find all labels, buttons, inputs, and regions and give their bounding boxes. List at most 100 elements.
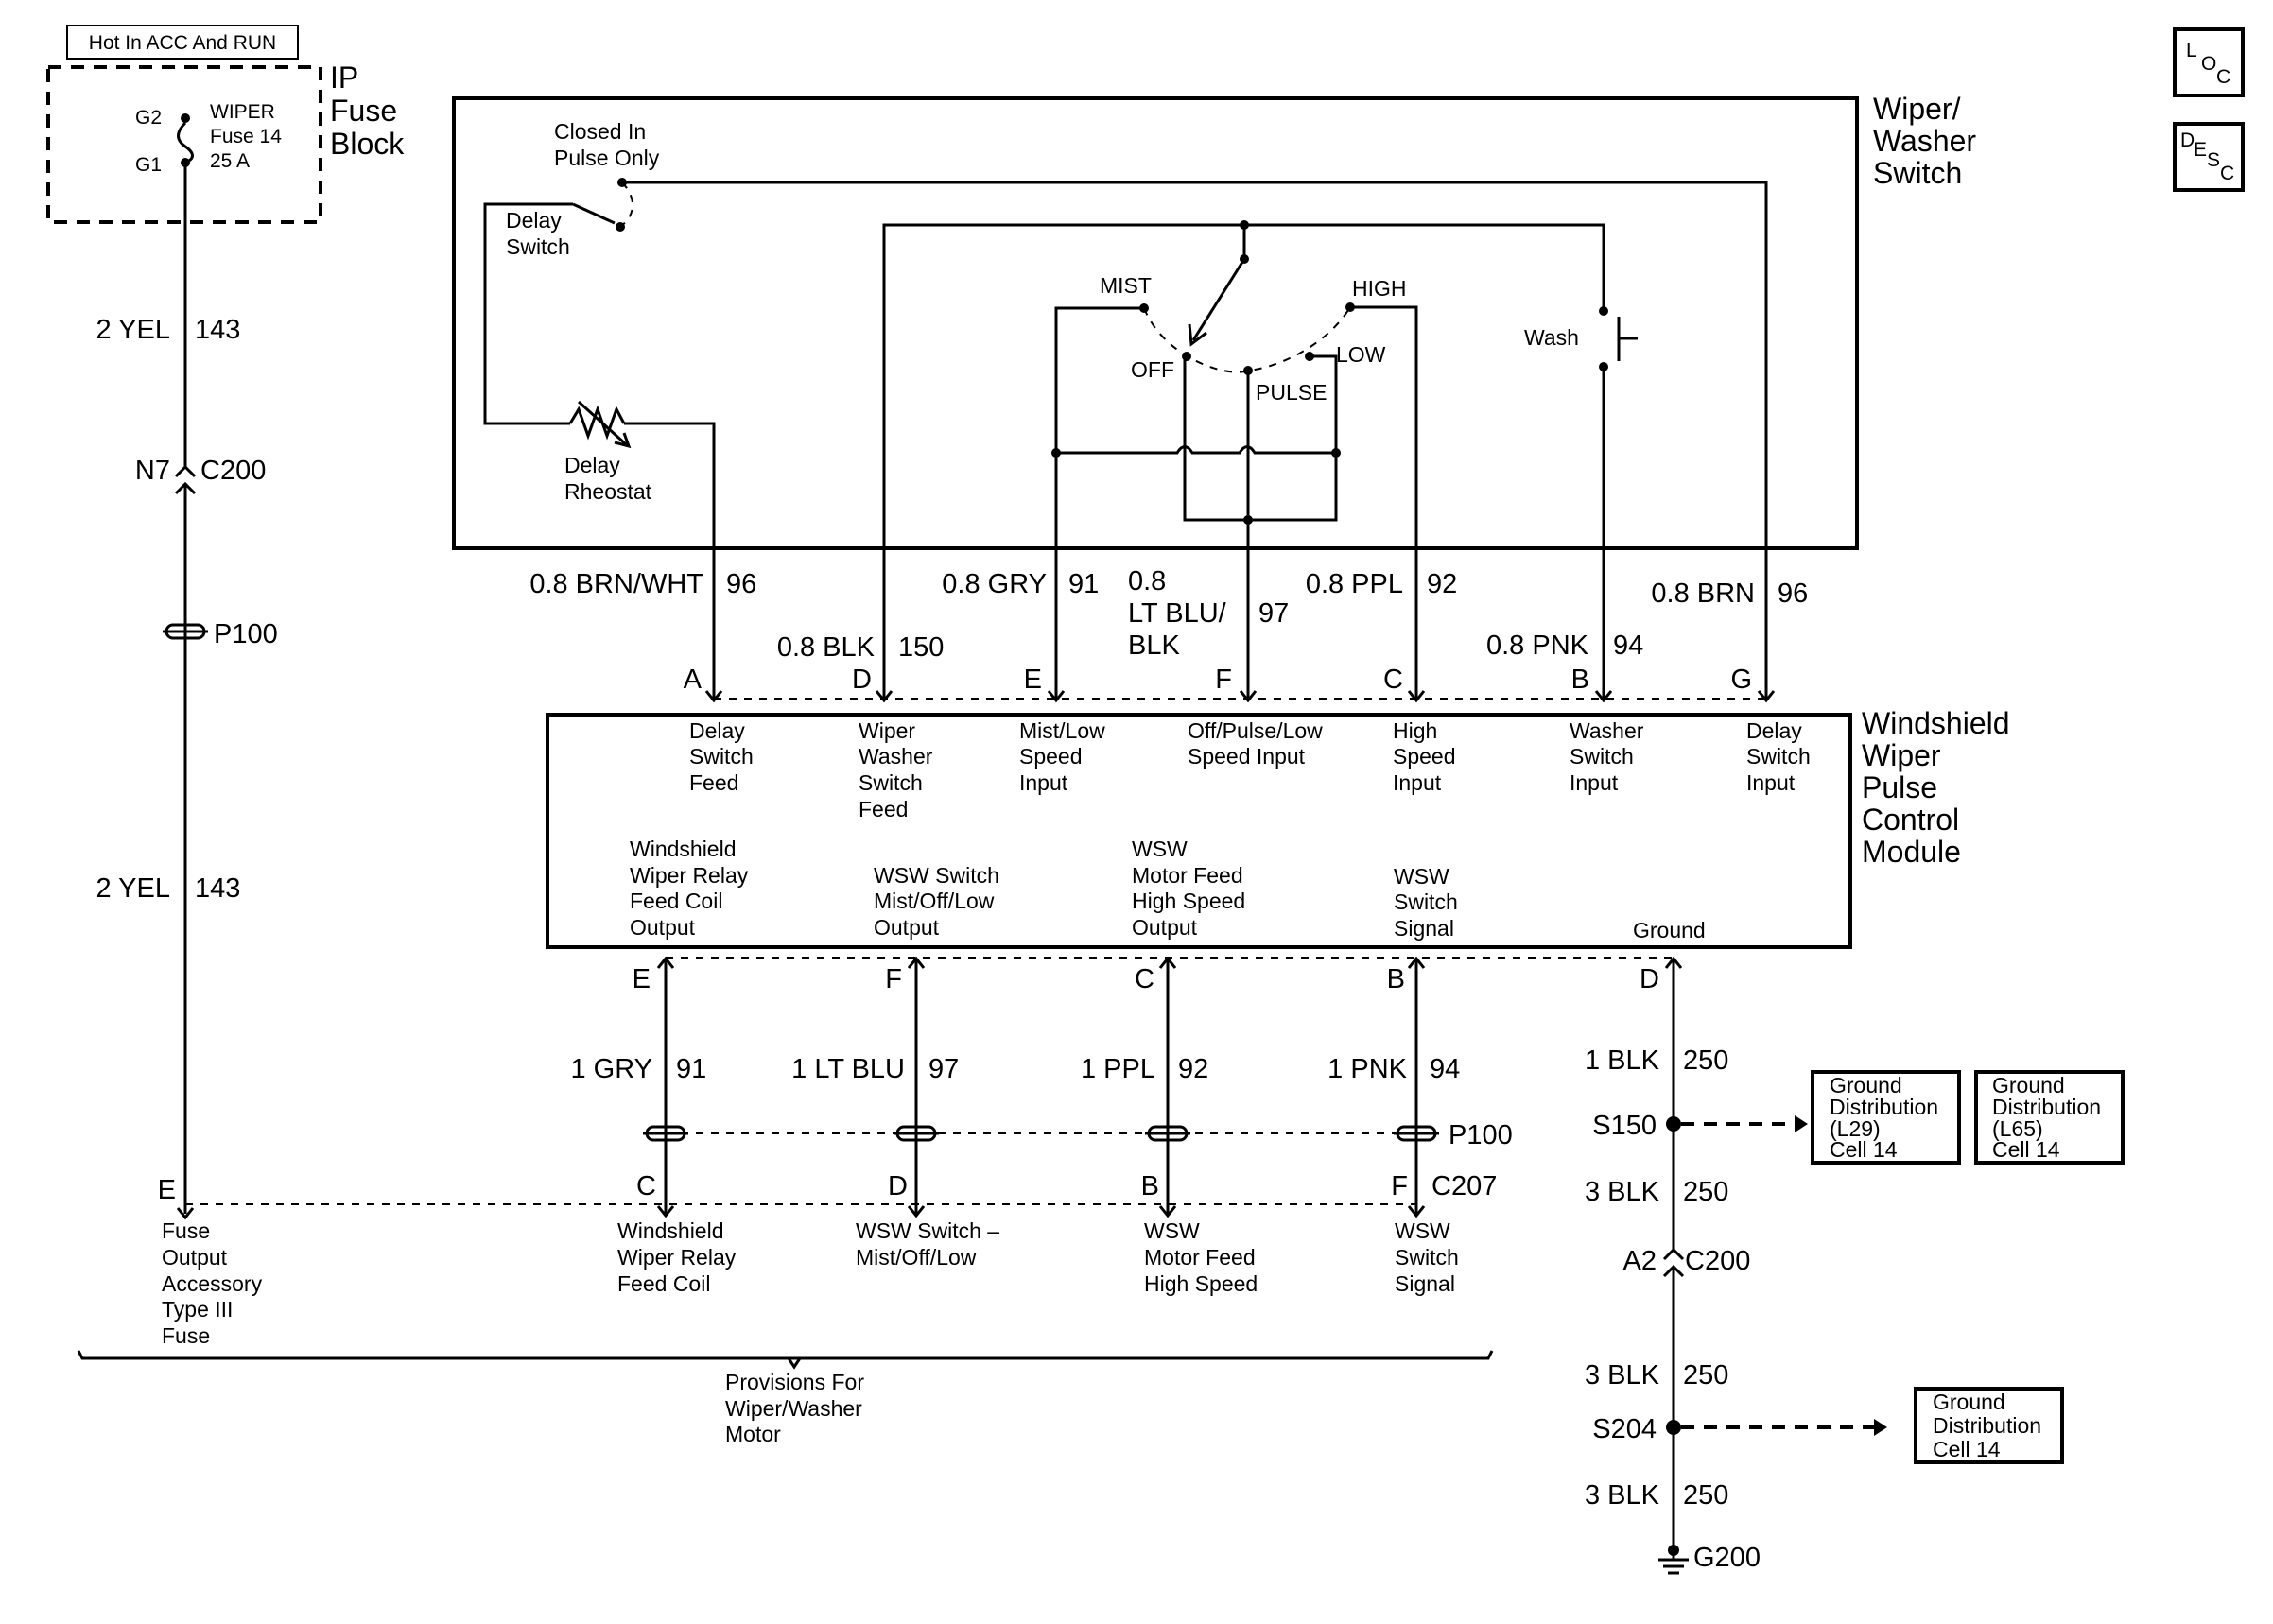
wire-e-color: 0.8 GRY: [942, 569, 1047, 599]
module-ground-label: Ground: [1633, 918, 1706, 942]
fuse-block-outline: [46, 65, 322, 224]
svg-text:Motor: Motor: [725, 1422, 781, 1446]
wire-f-color: 0.8 LT BLU/ BLK: [1128, 566, 1227, 661]
svg-text:Distribution: Distribution: [1992, 1095, 2101, 1119]
svg-text:Speed Input: Speed Input: [1188, 744, 1306, 769]
c207-pin-c: C: [636, 1171, 656, 1201]
svg-text:Switch: Switch: [1395, 1245, 1459, 1270]
module-input-delay-switch-feed: Delay Switch Feed: [689, 718, 754, 795]
out-pin-e: E: [633, 964, 651, 994]
svg-text:Control: Control: [1862, 803, 1959, 837]
svg-text:Wiper Relay: Wiper Relay: [630, 863, 749, 888]
left-wire-circuit-lower: 143: [195, 873, 240, 904]
ground-symbol-icon: [1658, 1545, 1689, 1575]
wire-b-circuit: 94: [1613, 631, 1643, 661]
svg-text:Input: Input: [1019, 770, 1068, 795]
lower-wire-4-circuit: 94: [1430, 1054, 1460, 1084]
lower-wire-3-color: 1 PPL: [1081, 1054, 1155, 1084]
svg-text:Output: Output: [1132, 915, 1198, 940]
left-p100-label: P100: [214, 619, 278, 649]
gnd-wire-2-circuit: 250: [1683, 1177, 1728, 1207]
svg-text:IP: IP: [330, 60, 358, 95]
svg-text:Block: Block: [330, 127, 405, 161]
svg-text:Output: Output: [162, 1245, 228, 1270]
low-label: LOW: [1336, 342, 1386, 367]
gnd-wire-1-color: 1 BLK: [1585, 1045, 1660, 1076]
gnd-wire-1-circuit: 250: [1683, 1045, 1728, 1076]
provisions-bracket: [77, 1350, 1494, 1360]
ground-dist-l29-box[interactable]: Ground Distribution (L29) Cell 14: [1811, 1070, 1961, 1165]
svg-text:Wiper Relay: Wiper Relay: [617, 1245, 737, 1270]
s150-label: S150: [1592, 1111, 1657, 1141]
svg-text:Switch: Switch: [859, 770, 923, 795]
svg-text:Delay: Delay: [564, 453, 620, 477]
desc-icon[interactable]: D E S C: [2173, 122, 2245, 192]
svg-text:WIPER: WIPER: [210, 101, 275, 123]
svg-text:O: O: [2201, 53, 2216, 75]
svg-text:Input: Input: [1746, 770, 1796, 795]
module-input-washer-switch: Washer Switch Input: [1570, 718, 1644, 795]
s204-label: S204: [1592, 1414, 1657, 1444]
svg-text:Switch: Switch: [506, 234, 570, 259]
svg-text:Ground: Ground: [1992, 1073, 2065, 1097]
svg-text:Wiper: Wiper: [1862, 738, 1941, 772]
svg-text:Distribution: Distribution: [1830, 1095, 1938, 1119]
upper-pin-arrows: [704, 690, 1776, 703]
svg-text:Switch: Switch: [1746, 744, 1811, 769]
gnd-wire-4-circuit: 250: [1683, 1480, 1728, 1511]
module-input-mist-low: Mist/Low Speed Input: [1019, 718, 1105, 795]
svg-text:Provisions For: Provisions For: [725, 1370, 864, 1394]
svg-text:Module: Module: [1862, 835, 1961, 869]
svg-text:Wiper/Washer: Wiper/Washer: [725, 1396, 862, 1421]
svg-text:Closed In: Closed In: [554, 119, 646, 144]
svg-text:Ground: Ground: [1830, 1073, 1902, 1097]
c200-ground-label: C200: [1685, 1246, 1750, 1276]
p100-lower-connector-icons: [643, 1125, 1439, 1142]
svg-text:High Speed: High Speed: [1144, 1271, 1258, 1296]
delay-switch-blade: [572, 202, 616, 225]
left-conn-name: C200: [200, 456, 266, 486]
svg-text:Windshield: Windshield: [630, 837, 737, 861]
svg-text:Type III: Type III: [162, 1297, 233, 1322]
module-input-off-pulse-low: Off/Pulse/Low Speed Input: [1188, 718, 1323, 769]
gnd-wire-3-color: 3 BLK: [1585, 1360, 1660, 1391]
pulse-label: PULSE: [1256, 380, 1327, 405]
wire-d-color: 0.8 BLK: [777, 632, 876, 663]
delay-switch-label: Delay Switch: [506, 208, 570, 259]
svg-text:Input: Input: [1393, 770, 1442, 795]
fuse-output-label: Fuse Output Accessory Type III Fuse: [162, 1218, 263, 1348]
svg-text:Washer: Washer: [1570, 718, 1644, 743]
motor-label-wsw-switch: WSW Switch – Mist/Off/Low: [856, 1218, 999, 1270]
out-pin-b: B: [1387, 964, 1405, 994]
ground-dist-s204-box[interactable]: Ground Distribution Cell 14: [1914, 1387, 2064, 1464]
svg-text:Ground: Ground: [1933, 1390, 2005, 1414]
pin-b: B: [1571, 665, 1589, 695]
svg-text:WSW: WSW: [1394, 864, 1449, 889]
off-label: OFF: [1131, 357, 1174, 382]
a2-label: A2: [1623, 1246, 1657, 1276]
hot-label-box: [66, 25, 299, 60]
gnd-wire-2-color: 3 BLK: [1585, 1177, 1660, 1207]
fuse-block-title: IP Fuse Block: [330, 60, 405, 161]
out-pin-f: F: [885, 964, 902, 994]
svg-text:Delay: Delay: [1746, 718, 1802, 743]
loc-icon[interactable]: L O C: [2173, 27, 2245, 97]
svg-text:Distribution: Distribution: [1933, 1413, 2041, 1438]
svg-text:Windshield: Windshield: [617, 1218, 724, 1243]
svg-text:LT BLU/: LT BLU/: [1128, 598, 1227, 629]
mist-label: MIST: [1100, 273, 1152, 298]
switch-title: Wiper/ Washer Switch: [1873, 92, 1976, 190]
svg-text:Washer: Washer: [859, 744, 933, 769]
ground-dist-l65-box[interactable]: Ground Distribution (L65) Cell 14: [1974, 1070, 2125, 1165]
gnd-wire-3-circuit: 250: [1683, 1360, 1728, 1391]
wire-g-color: 0.8 BRN: [1651, 579, 1755, 609]
wire-a-circuit: 96: [726, 569, 756, 599]
svg-text:Fuse 14: Fuse 14: [210, 126, 282, 147]
p100-lower-label: P100: [1449, 1120, 1513, 1150]
fuse-icon: [177, 113, 194, 167]
lower-wire-1-color: 1 GRY: [570, 1054, 652, 1084]
svg-text:L: L: [2186, 40, 2197, 61]
c207-pin-arrows: [656, 1205, 1426, 1218]
svg-text:Feed: Feed: [689, 770, 738, 795]
lower-wire-3-circuit: 92: [1178, 1054, 1208, 1084]
